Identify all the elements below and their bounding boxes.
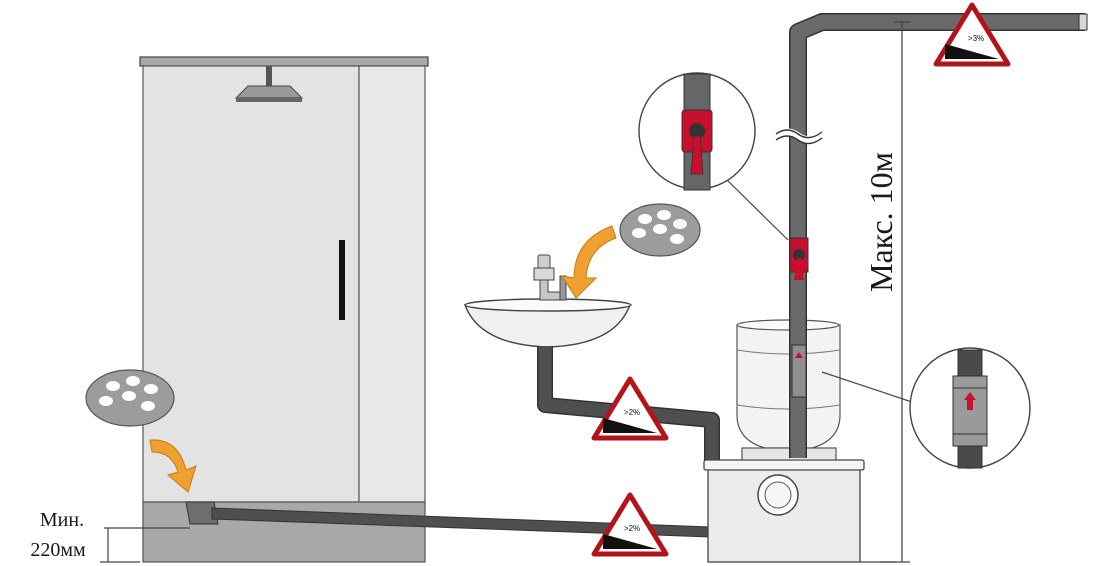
slope-floor-label: >2% (624, 524, 640, 533)
slope-basin-label: >2% (624, 408, 640, 417)
min-height-dimension: Мин. 220мм (30, 509, 190, 563)
slope-warning-icon: >2% (591, 492, 669, 557)
max-height-label: Макс. 10м (863, 152, 899, 292)
drain-grate-icon (85, 369, 175, 427)
valve-detail-callout (638, 72, 789, 241)
door-handle (339, 240, 345, 320)
flow-arrow-icon (560, 225, 617, 299)
check-valve-detail-callout (821, 347, 1031, 469)
slope-top-label: >3% (968, 34, 984, 43)
valve-icon (789, 237, 809, 280)
faucet-icon (533, 254, 567, 301)
max-height-dimension: Макс. 10м (860, 21, 910, 563)
slope-warning-icon: >3% (933, 2, 1011, 67)
check-valve-icon (964, 392, 976, 400)
wash-basin (463, 254, 720, 466)
drain-grate-icon (619, 203, 701, 257)
shower-cabin (139, 56, 429, 563)
flow-arrow-icon (149, 439, 197, 493)
shower-icon (234, 66, 304, 102)
slope-warning-icon: >2% (591, 376, 669, 441)
min-height-label-line1: Мин. (40, 509, 84, 531)
min-height-label-line2: 220мм (30, 539, 86, 561)
pump-unit (703, 319, 865, 563)
